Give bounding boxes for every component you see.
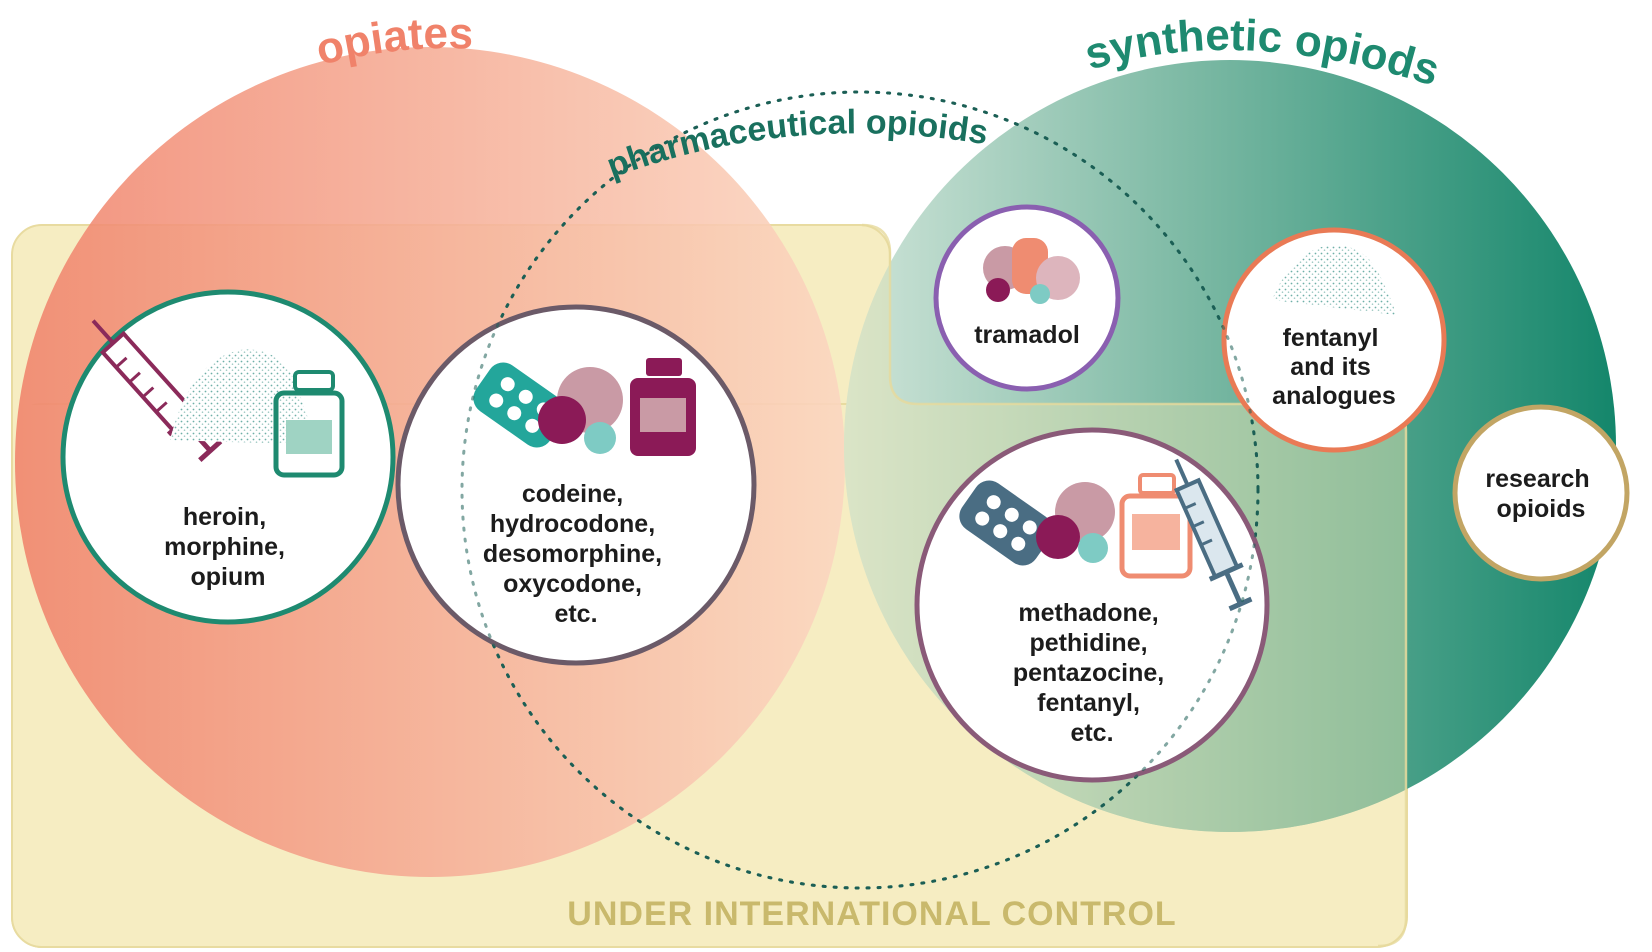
codeine-bubble: codeine, hydrocodone, desomorphine, oxyc…	[395, 304, 757, 666]
research-opioids-bubble: research opioids	[1452, 404, 1630, 582]
small-pill-icon	[584, 422, 616, 454]
research-opioids-label: research opioids	[1485, 465, 1596, 523]
codeine-label: codeine, hydrocodone, desomorphine, oxyc…	[483, 480, 669, 628]
bottle-icon	[630, 358, 696, 456]
methadone-label: methadone, pethidine, pentazocine, fenta…	[1013, 599, 1171, 747]
dark-pill-icon	[538, 396, 586, 444]
fentanyl-analogues-bubble: fentanyl and its analogues	[1221, 227, 1447, 453]
tramadol-label: tramadol	[974, 321, 1080, 349]
tramadol-bubble: tramadol	[933, 204, 1121, 392]
fentanyl-analogues-label: fentanyl and its analogues	[1272, 324, 1396, 410]
powder-icon	[1272, 245, 1396, 315]
small-pill-icon	[1030, 284, 1050, 304]
powder-icon	[170, 349, 318, 445]
heroin-label: heroin, morphine, opium	[164, 503, 292, 591]
vial-icon	[273, 370, 345, 478]
syringe-icon	[1173, 458, 1253, 612]
bottle-icon	[1119, 473, 1193, 579]
pharmaceutical-opioids-boundary-overlay	[460, 90, 1260, 890]
dark-pill-icon	[986, 278, 1010, 302]
small-pill-icon	[1078, 533, 1108, 563]
dark-pill-icon	[1036, 515, 1080, 559]
methadone-bubble: methadone, pethidine, pentazocine, fenta…	[914, 427, 1270, 783]
heroin-bubble: heroin, morphine, opium	[60, 289, 396, 625]
blister-pack-icon	[959, 480, 1053, 566]
control-outline-in-synthetic	[861, 223, 1408, 948]
international-control-label: UNDER INTERNATIONAL CONTROL	[567, 895, 1176, 933]
